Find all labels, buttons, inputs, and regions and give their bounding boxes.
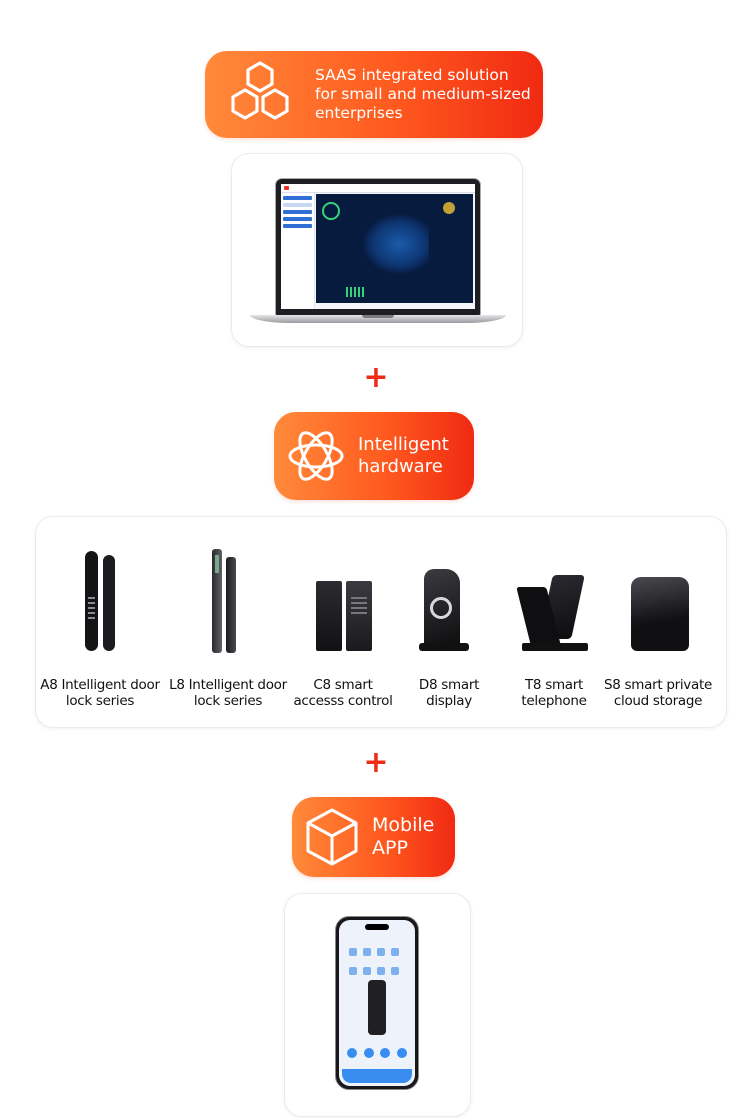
product-name: C8 smart accesss control [293,677,393,710]
product-name: D8 smart display [418,677,480,710]
intelligent-hardware-badge: Intelligent hardware [274,412,474,500]
product-name: L8 Intelligent door lock series [169,677,287,710]
product-name: A8 Intelligent door lock series [40,677,160,710]
product-s8: S8 smart private cloud storage [598,547,718,710]
mobile-app-badge: Mobile APP [292,797,455,877]
d8-smart-display-image [389,547,509,667]
atom-orbit-icon [274,412,358,500]
product-d8: D8 smart display [389,547,509,710]
product-t8: T8 smart telephone [494,547,614,710]
plus-sign: + [363,745,389,780]
a8-door-lock-image [40,547,160,667]
product-l8: L8 Intelligent door lock series [168,547,288,710]
cube-icon [292,797,372,877]
phone-image [335,916,419,1090]
laptop-image [250,178,506,330]
s8-cloud-storage-image [598,547,718,667]
product-c8: C8 smart accesss control [283,547,403,710]
hardware-products-card: A8 Intelligent door lock series L8 Intel… [35,516,727,728]
saas-laptop-card [231,153,523,347]
mobile-app-phone-card [284,893,471,1117]
hexagon-cluster-icon [205,51,315,138]
product-a8: A8 Intelligent door lock series [40,547,160,710]
mobile-app-label: Mobile APP [372,813,435,859]
product-name: S8 smart private cloud storage [604,677,712,710]
saas-solution-badge: SAAS integrated solution for small and m… [205,51,543,138]
t8-smart-telephone-image [494,547,614,667]
plus-sign: + [363,360,389,395]
c8-access-control-image [283,547,403,667]
saas-solution-label: SAAS integrated solution for small and m… [315,66,531,122]
intelligent-hardware-label: Intelligent hardware [358,434,449,477]
product-name: T8 smart telephone [521,677,587,710]
l8-door-lock-image [168,547,288,667]
